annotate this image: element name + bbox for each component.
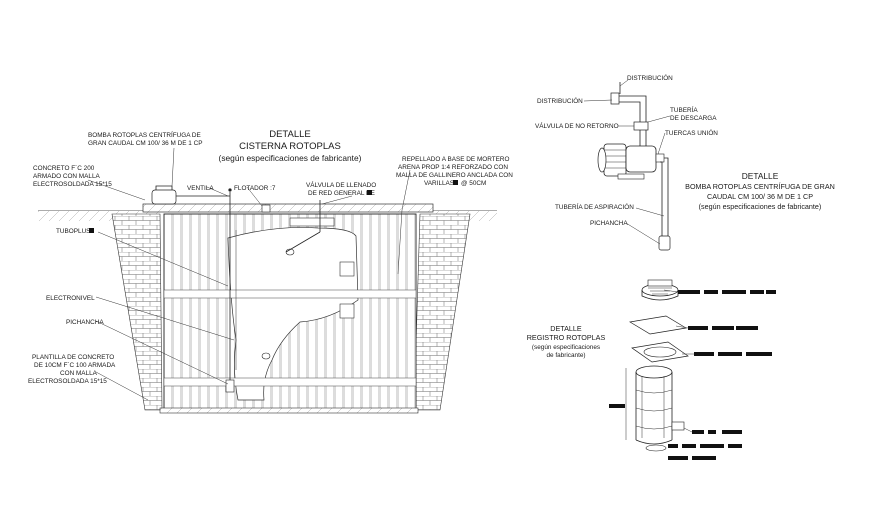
registro-callouts <box>609 289 776 460</box>
valvula-size-glyph <box>367 190 372 195</box>
label-plantilla-3: CON MALLA <box>60 370 98 377</box>
label-valvula-1: VÁLVULA DE LLENADO <box>306 180 376 189</box>
pump-title-2: BOMBA ROTOPLAS CENTRÍFUGA DE GRAN <box>685 182 835 191</box>
tank-cap <box>289 217 335 227</box>
label-concreto-1: CONCRETO F´C 200 <box>33 165 95 172</box>
pump-label-pichancha: PICHANCHA <box>590 220 628 227</box>
pump-label-tuercas: TUERCAS UNIÓN <box>665 128 718 137</box>
cistern-pump-top <box>155 185 173 190</box>
tank-band-2 <box>163 377 417 387</box>
brick-wall-left <box>111 213 163 411</box>
label-pichancha: PICHANCHA <box>66 319 104 326</box>
float-anchor <box>228 188 232 192</box>
pichancha-filter <box>225 379 235 393</box>
label-bomba-2: GRAN CAUDAL CM 100/ 36 M DE 1 CP <box>88 140 202 147</box>
registro-subtitle-2: de fabricante) <box>546 352 585 359</box>
label-ventila: VENTILA <box>187 185 214 192</box>
motor-fins <box>604 149 626 169</box>
pump-leaders <box>583 79 671 245</box>
pump-pichancha <box>658 235 671 251</box>
soil-left <box>38 211 158 221</box>
cylinder-base <box>645 444 667 452</box>
label-concreto-3: ELECTROSOLDADA 15*15 <box>33 181 112 188</box>
label-electronivel: ELECTRONIVEL <box>46 295 95 302</box>
cylinder-bottom <box>635 439 673 445</box>
pump-title: DETALLE <box>742 171 779 181</box>
pump-housing <box>625 145 657 173</box>
ventila-fitting <box>261 204 271 213</box>
label-repellado-2: ARENA PROP 1:4 REFORZADO CON <box>398 164 508 171</box>
label-repellado-3: MALLA DE GALLINERO ANCLADA CON <box>396 172 513 179</box>
suction-pipe <box>664 157 669 238</box>
grate-slots <box>648 287 672 295</box>
label-plantilla-4: ELECTROSOLDADA 15*15 <box>28 378 107 385</box>
tank-vent-2 <box>339 303 355 319</box>
label-concreto-2: ARMADO CON MALLA <box>33 173 100 180</box>
label-valvula-2: DE RED GENERAL DE <box>308 190 375 197</box>
cistern-detail: DETALLE CISTERNA ROTOPLAS (según especif… <box>28 129 513 414</box>
check-valve <box>633 121 649 131</box>
cistern-title: DETALLE <box>269 129 311 140</box>
distribution-tee <box>610 92 620 105</box>
pump-motor <box>603 143 627 177</box>
label-flotador: FLOTADOR :7 <box>234 185 276 192</box>
label-plantilla-1: PLANTILLA DE CONCRETO <box>32 354 114 361</box>
pump-label-aspiracion: TUBERÍA DE ASPIRACIÓN <box>555 202 634 211</box>
cylinder-ribs <box>635 389 673 430</box>
registro-plate <box>629 315 687 335</box>
frame-opening <box>643 346 677 358</box>
motor-fan-cover <box>597 147 607 173</box>
cistern-pump-body <box>151 189 177 205</box>
pump-label-distribucion-top: DISTRIBUCIÓN <box>627 73 673 82</box>
cylinder-walls <box>635 372 673 440</box>
tuboplus-size-glyph <box>89 228 94 233</box>
pump-label-valvula: VÁLVULA DE NO RETORNO <box>535 121 619 130</box>
varilla-size-glyph <box>453 180 458 185</box>
registro-detail: DETALLE REGISTRO ROTOPLAS (según especif… <box>527 279 776 460</box>
registro-subtitle-1: (según especificaciones <box>532 344 600 351</box>
brick-wall-right <box>413 213 471 411</box>
filling-valve-arm <box>285 231 321 253</box>
label-repellado-4b: @ 50CM <box>461 180 486 187</box>
discharge-pipe-inner <box>616 95 647 150</box>
cylinder-outlet <box>671 421 685 431</box>
union-nut <box>655 153 665 163</box>
base-slab <box>159 407 419 414</box>
registro-title-2: REGISTRO ROTOPLAS <box>527 333 606 342</box>
concrete-lid <box>142 203 434 213</box>
cistern-leaders <box>87 147 411 401</box>
pump-detail: DISTRIBUCIÓN DISTRIBUCIÓN TUBERÍA DE DES… <box>535 73 835 251</box>
discharge-pipe-outer <box>616 101 641 150</box>
float-ball <box>261 352 271 360</box>
label-tuboplus: TUBOPLUS <box>56 228 90 235</box>
pump-label-tuberia-1: TUBERÍA <box>670 105 698 114</box>
tank-vent-1 <box>339 261 355 277</box>
grate-top <box>647 279 673 287</box>
pump-label-distribucion-left: DISTRIBUCIÓN <box>537 96 583 105</box>
pump-title-3: CAUDAL CM 100/ 36 M DE 1 CP <box>707 192 813 201</box>
pump-base <box>617 173 645 180</box>
suction-pipe-inner <box>660 161 663 238</box>
label-repellado-1: REPELLADO A BASE DE MORTERO <box>402 156 510 163</box>
label-repellado-4: VARILLAS <box>424 180 454 187</box>
grate-rim <box>641 290 679 301</box>
cistern-title-2: CISTERNA ROTOPLAS <box>239 141 341 152</box>
registro-title: DETALLE <box>550 324 582 333</box>
cistern-subtitle: (según especificaciones de fabricante) <box>219 153 362 163</box>
pump-label-tuberia-2: DE DESCARGA <box>670 115 717 122</box>
tank-band-1 <box>163 289 417 299</box>
label-bomba-1: BOMBA ROTOPLAS CENTRÍFUGA DE <box>88 130 201 139</box>
pump-subtitle: (según especificaciones de fabricante) <box>699 202 822 211</box>
registro-cylinder-top <box>635 365 673 379</box>
label-plantilla-2: DE 10CM F´C 100 ARMADA <box>34 362 116 369</box>
